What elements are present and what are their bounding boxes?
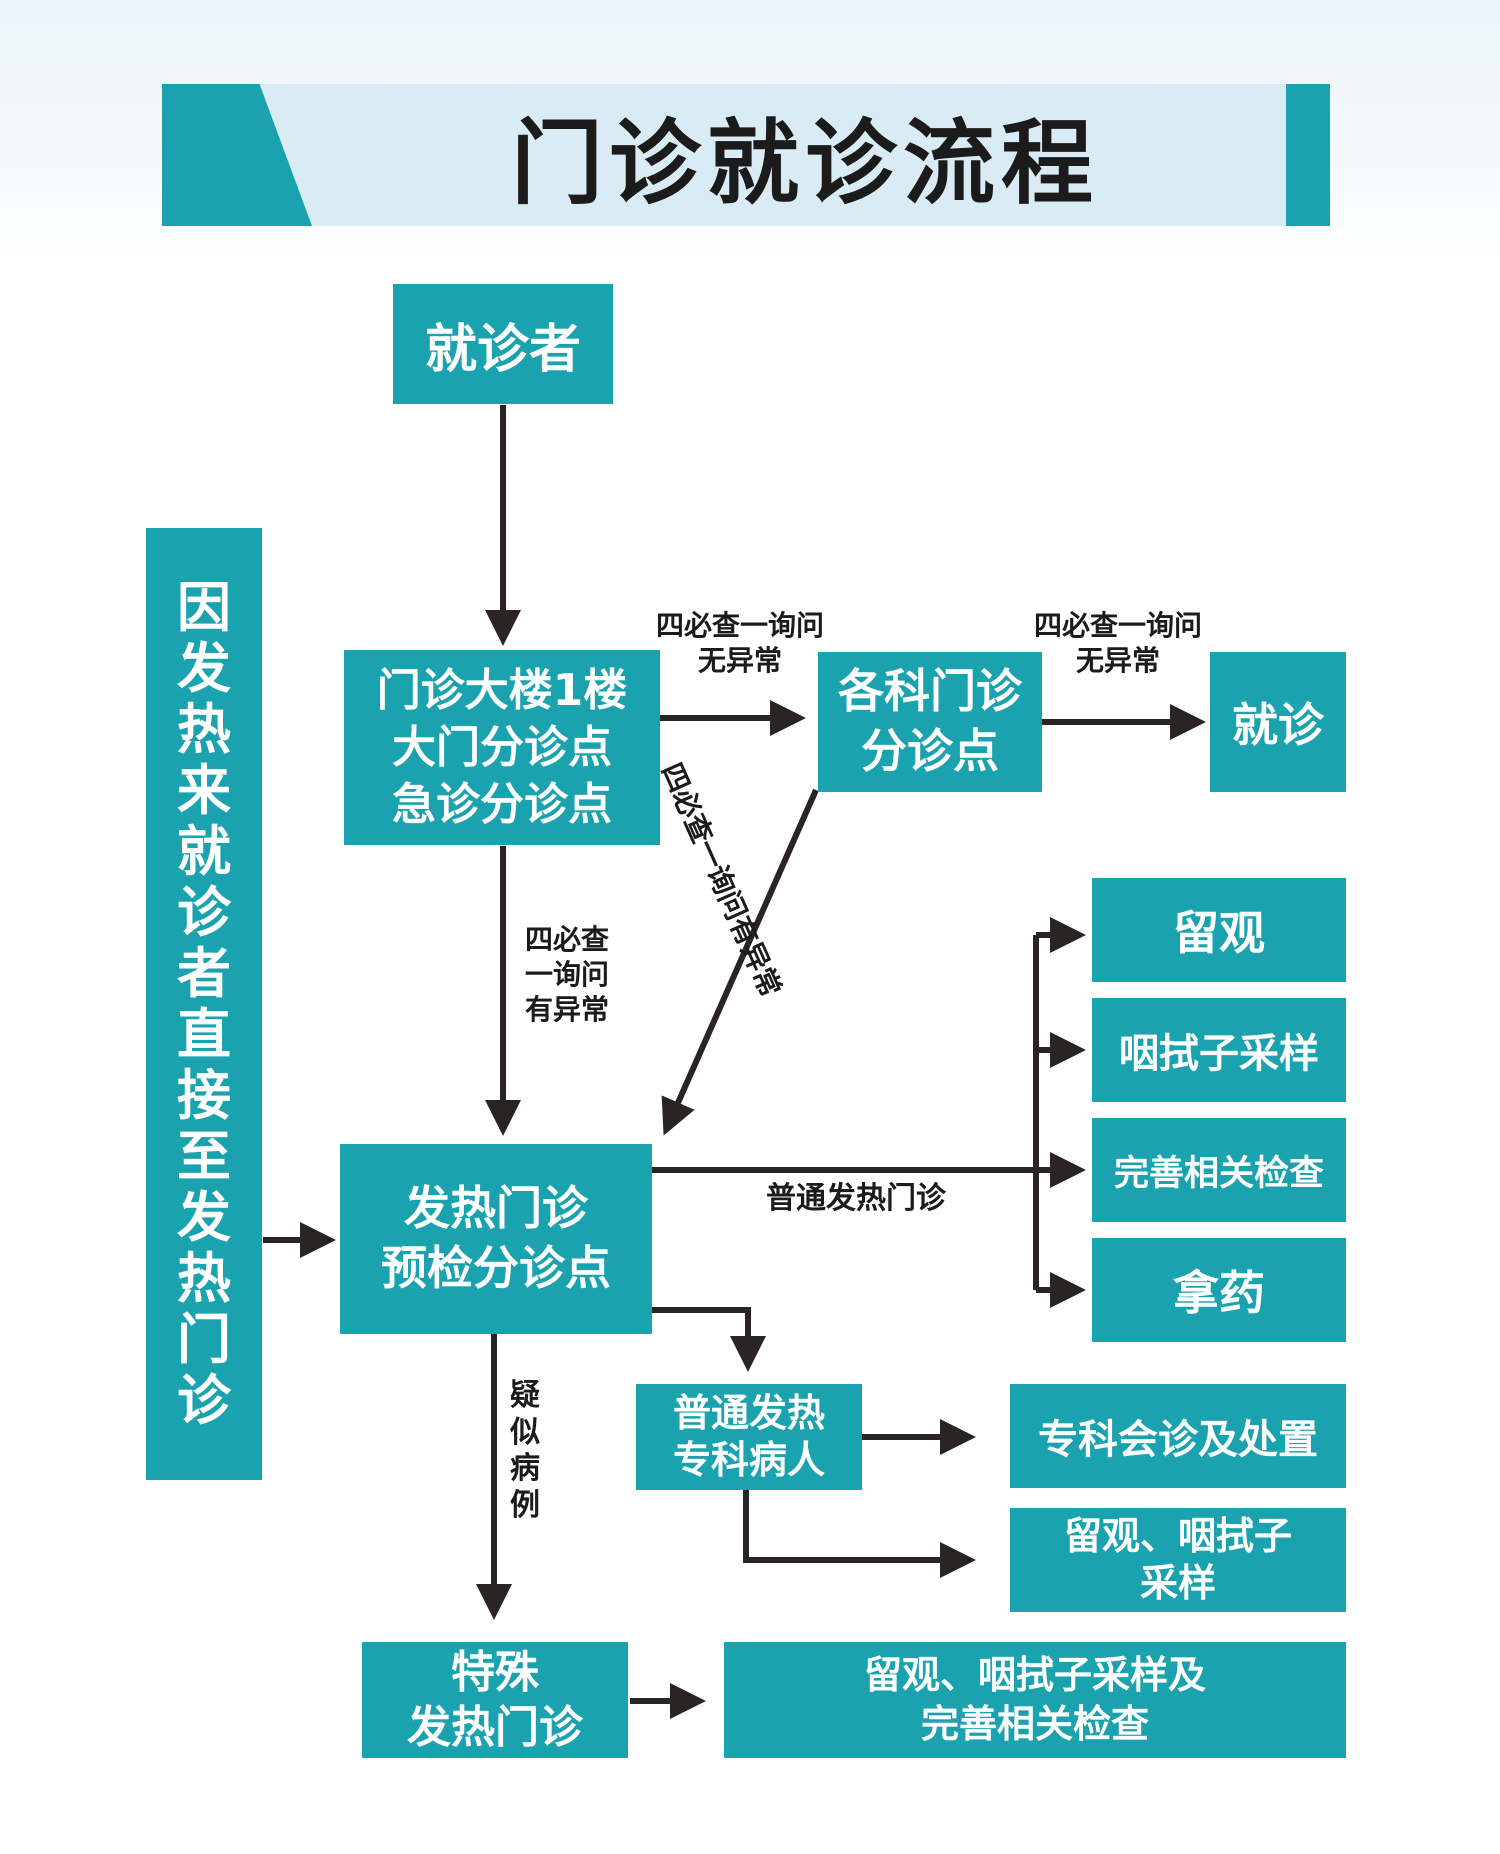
arrow-dept-to-fever <box>661 788 819 1136</box>
node-consult: 专科会诊及处置 <box>1010 1384 1346 1488</box>
node-obs-swab: 留观、咽拭子 采样 <box>1010 1508 1346 1612</box>
node-exams: 完善相关检查 <box>1092 1118 1346 1222</box>
node-special-fever: 特殊 发热门诊 <box>362 1642 628 1758</box>
node-fever-triage: 发热门诊 预检分诊点 <box>340 1144 652 1334</box>
page-title: 门诊就诊流程 <box>510 109 1099 217</box>
node-triage-main: 门诊大楼1楼 大门分诊点 急诊分诊点 <box>344 650 660 845</box>
title-band <box>162 84 1330 226</box>
node-general-fever-special: 普通发热 专科病人 <box>636 1384 862 1490</box>
node-swab: 咽拭子采样 <box>1092 998 1346 1102</box>
edge-label-normal-2: 四必查一询问 无异常 <box>1033 609 1202 677</box>
arrow-general-to-obs-swab <box>743 1490 976 1578</box>
node-side-note: 因发热来就诊者直接至发热门诊 <box>146 528 262 1480</box>
edge-label-normal-1: 四必查一询问 无异常 <box>655 609 824 677</box>
node-obs: 留观 <box>1092 878 1346 982</box>
arrow-fever-to-general <box>652 1307 766 1372</box>
node-visit: 就诊 <box>1210 652 1346 792</box>
node-patient: 就诊者 <box>393 284 613 404</box>
edge-label-general-fever: 普通发热门诊 <box>766 1181 946 1216</box>
node-special-result: 留观、咽拭子采样及 完善相关检查 <box>724 1642 1346 1758</box>
edge-label-suspected: 疑 似 病 例 <box>510 1378 540 1523</box>
node-dept-triage: 各科门诊 分诊点 <box>818 652 1042 792</box>
title-right-accent <box>1286 84 1330 226</box>
edge-label-abnormal-1: 四必查 一询问 有异常 <box>524 923 609 1026</box>
node-medicine: 拿药 <box>1092 1238 1346 1342</box>
